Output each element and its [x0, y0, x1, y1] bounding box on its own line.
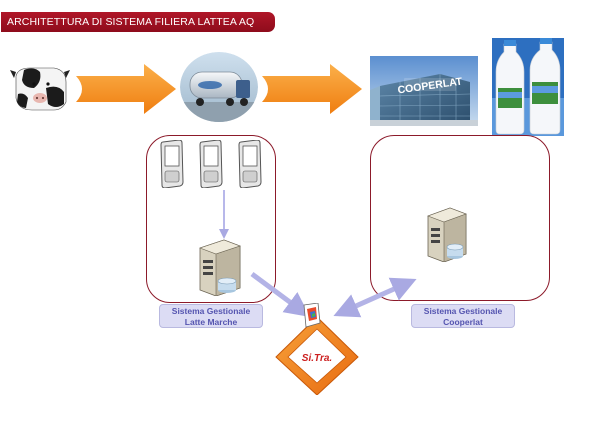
dairy-plant-icon: COOPERLAT [370, 56, 478, 126]
latte-marche-label-line2: Latte Marche [184, 317, 238, 327]
sitra-logo-text: Si.Tra. [302, 353, 332, 364]
cooperlat-label-line1: Sistema Gestionale [423, 306, 503, 316]
latte-marche-cluster [146, 135, 276, 303]
cooperlat-cluster [370, 135, 550, 301]
cooperlat-system-label: Sistema Gestionale Cooperlat [411, 304, 515, 328]
cow-icon [10, 58, 70, 116]
flow-arrow-1 [76, 64, 176, 114]
flow-arrow-2 [262, 64, 362, 114]
handheld-device-icon [238, 139, 262, 189]
handheld-device-icon [160, 139, 184, 189]
server-icon [424, 206, 470, 263]
sitra-hub-icon: Si.Tra. [274, 302, 360, 396]
latte-marche-system-label: Sistema Gestionale Latte Marche [159, 304, 263, 328]
page-title: ARCHITETTURA DI SISTEMA FILIERA LATTEA A… [1, 12, 275, 32]
latte-marche-label-line1: Sistema Gestionale [171, 306, 251, 316]
milk-tanker-icon [180, 52, 258, 122]
milk-bottles-icon [492, 38, 564, 136]
handheld-device-icon [199, 139, 223, 189]
cooperlat-label-line2: Cooperlat [443, 317, 483, 327]
server-icon [194, 238, 244, 297]
